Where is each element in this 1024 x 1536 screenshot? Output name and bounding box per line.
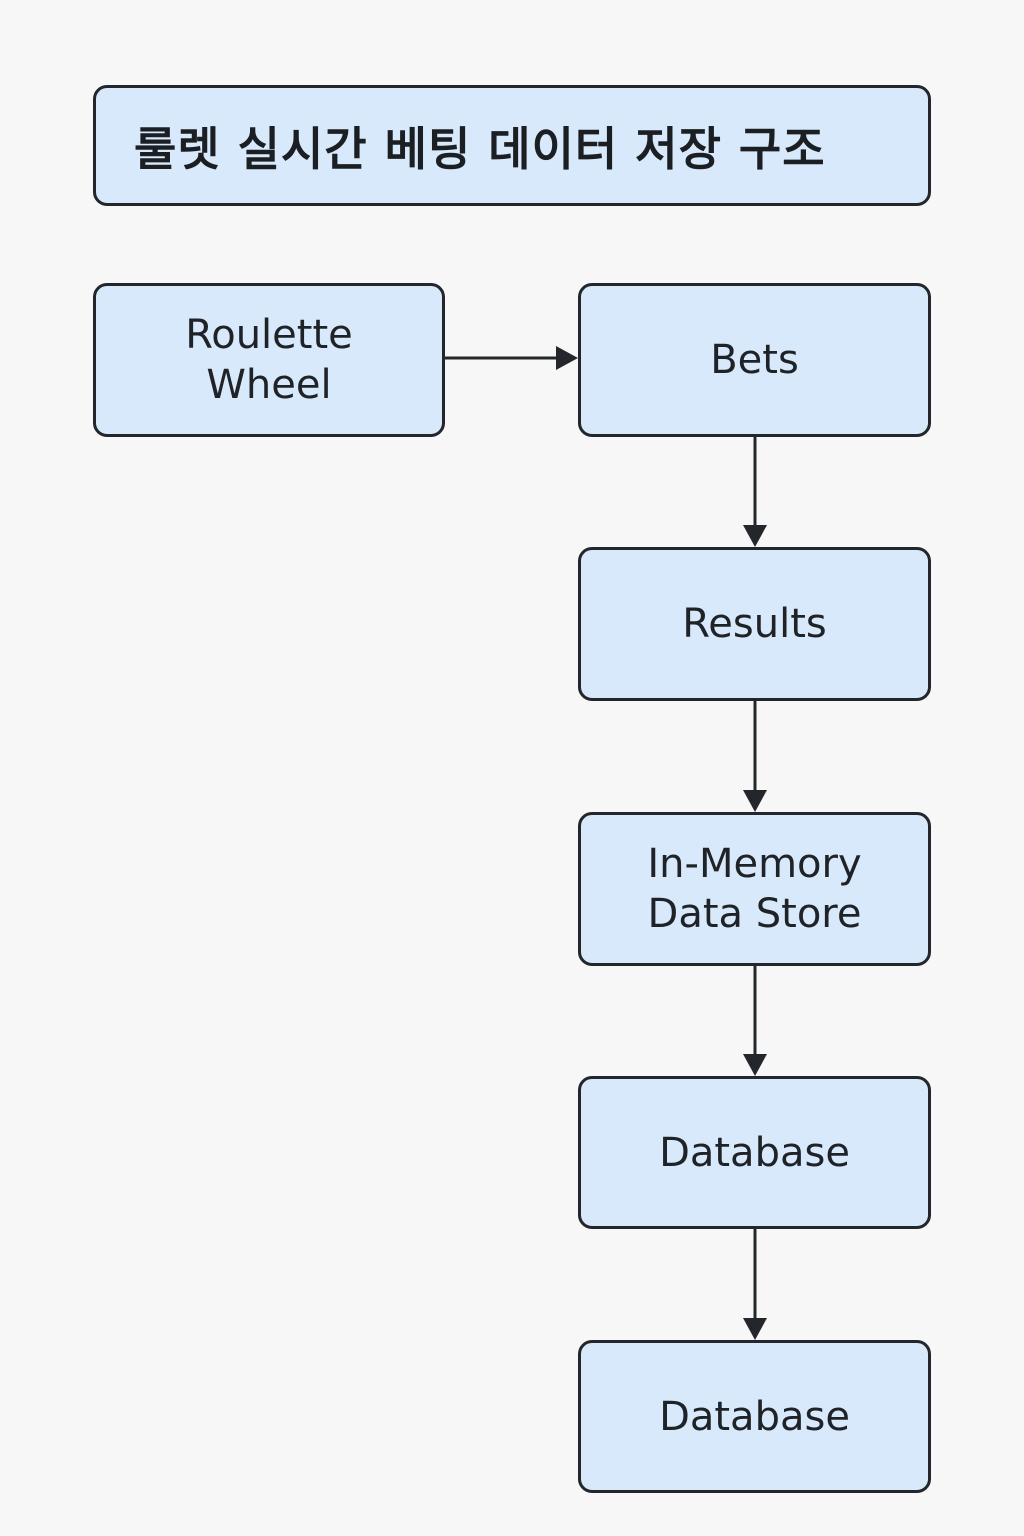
node-in-memory-data-store: In-Memory Data Store — [578, 812, 931, 966]
arrowhead-memory-to-database-1 — [743, 1054, 767, 1076]
arrowhead-wheel-to-bets — [556, 346, 578, 370]
arrowhead-database-1-to-database-2 — [743, 1318, 767, 1340]
diagram-title-box: 룰렛 실시간 베팅 데이터 저장 구조 — [93, 85, 931, 206]
node-database-2: Database — [578, 1340, 931, 1493]
node-results: Results — [578, 547, 931, 701]
node-label-in-memory-data-store: In-Memory Data Store — [647, 841, 862, 937]
node-database-1: Database — [578, 1076, 931, 1229]
arrowhead-bets-to-results — [743, 525, 767, 547]
node-label-results: Results — [682, 601, 827, 647]
node-label-database-1: Database — [659, 1129, 850, 1176]
node-label-bets: Bets — [710, 337, 799, 383]
diagram-title: 룰렛 실시간 베팅 데이터 저장 구조 — [134, 121, 826, 176]
node-bets: Bets — [578, 283, 931, 437]
arrowhead-results-to-memory — [743, 790, 767, 812]
node-roulette-wheel: Roulette Wheel — [93, 283, 445, 437]
node-label-database-2: Database — [659, 1393, 850, 1440]
node-label-roulette-wheel: Roulette Wheel — [185, 312, 353, 408]
